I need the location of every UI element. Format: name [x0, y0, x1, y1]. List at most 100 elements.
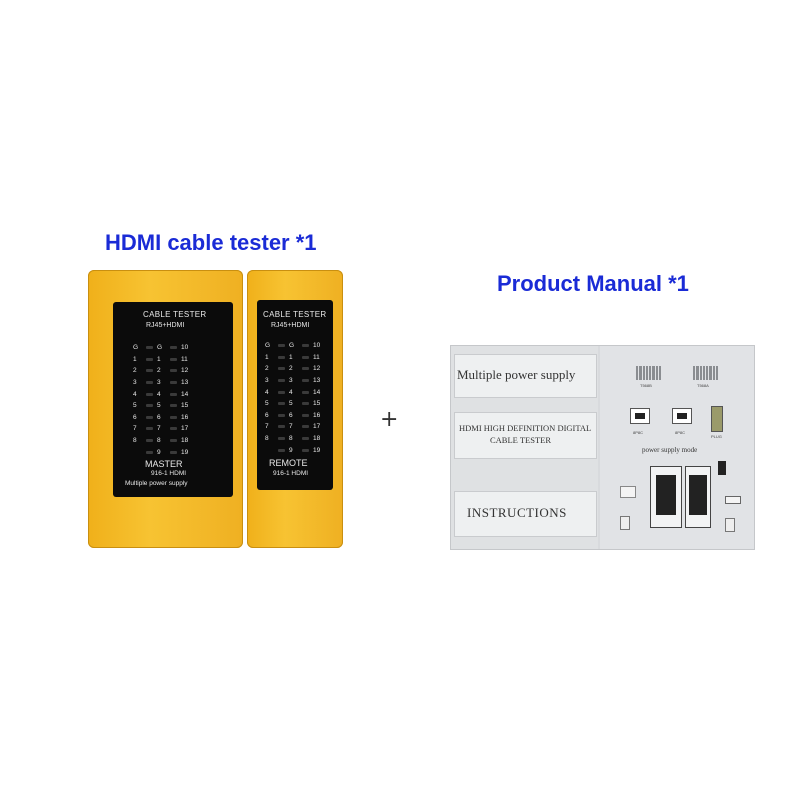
pin-label: 6 [157, 413, 161, 421]
pin-label: 6 [133, 413, 137, 421]
led-indicator [170, 357, 177, 361]
pin-label: 9 [289, 446, 293, 454]
led-indicator [170, 439, 177, 443]
master-diagram [650, 466, 682, 528]
pin-label: 17 [313, 423, 321, 431]
master-unit: FUNC HDMI RJ45 CABLE TESTER RJ45+HDMI GG… [88, 270, 243, 548]
led-indicator [278, 437, 285, 441]
led-indicator [146, 439, 153, 443]
led-indicator [278, 390, 285, 394]
pin-label: 5 [265, 400, 269, 408]
manual-title-2: CABLE TESTER [490, 435, 551, 445]
pin-label: 13 [313, 377, 321, 385]
led-indicator [146, 450, 153, 454]
pin-label: 2 [133, 367, 137, 375]
pin-label: 7 [289, 423, 293, 431]
led-indicator [278, 425, 285, 429]
pin-label: 14 [313, 388, 321, 396]
power-mode-text: power supply mode [642, 446, 698, 454]
pin-label: G [157, 344, 163, 352]
power-box: Multiple power supply [454, 354, 597, 398]
powerbank-icon [725, 518, 735, 532]
pin-label: 3 [289, 377, 293, 385]
pin-label: 16 [313, 411, 321, 419]
adapter-icon [718, 461, 726, 475]
manual-cover: Multiple power supply HDMI HIGH DEFINITI… [451, 346, 598, 549]
plug-icon [711, 406, 723, 432]
manual-title-1: HDMI HIGH DEFINITION DIGITAL [459, 423, 592, 433]
led-row: G G 10 [265, 340, 325, 352]
instructions-text: INSTRUCTIONS [467, 505, 567, 520]
master-title: CABLE TESTER [143, 310, 207, 319]
pin-label: 16 [181, 413, 189, 421]
led-indicator [146, 427, 153, 431]
pin-label: G [265, 342, 271, 350]
led-indicator [302, 413, 309, 417]
pin-label: 19 [313, 446, 321, 454]
t568a-label: T568A [697, 383, 709, 388]
pin-label: 17 [181, 425, 189, 433]
pin-label: 12 [313, 365, 321, 373]
manual-back: T568B T568A 8P8C 8P8C PLUG power supply … [600, 346, 754, 549]
pin-label: 1 [157, 355, 161, 363]
remote-subtitle: RJ45+HDMI [271, 322, 310, 329]
remote-name: REMOTE [269, 458, 308, 468]
pin-label: 12 [181, 367, 189, 375]
laptop-icon [620, 486, 636, 498]
led-indicator [302, 437, 309, 441]
pin-label: G [133, 344, 139, 352]
pin-label: 6 [265, 411, 269, 419]
remote-diagram [685, 466, 711, 528]
pin-label: G [289, 342, 295, 350]
pin-label: 1 [265, 353, 269, 361]
master-model: 916-1 HDMI [151, 470, 187, 477]
pin-label: 15 [181, 402, 189, 410]
led-indicator [302, 344, 309, 348]
pin-label: 11 [313, 353, 320, 361]
led-indicator [302, 425, 309, 429]
led-indicator [146, 381, 153, 385]
pin-label: 18 [181, 437, 189, 445]
led-indicator [302, 379, 309, 383]
pin-label: 1 [133, 355, 137, 363]
led-indicator [170, 392, 177, 396]
title-box: HDMI HIGH DEFINITION DIGITAL CABLE TESTE… [454, 412, 597, 459]
led-indicator [170, 415, 177, 419]
pin-label: 2 [289, 365, 293, 373]
pin-label: 10 [313, 342, 321, 350]
plus-sign: + [380, 407, 399, 432]
instructions-box: INSTRUCTIONS [454, 491, 597, 537]
pin-label: 7 [265, 423, 269, 431]
master-footer: Multiple power supply [125, 480, 188, 487]
pin-label: 3 [133, 379, 137, 387]
remote-title: CABLE TESTER [263, 310, 327, 319]
pin-label: 8 [157, 437, 161, 445]
pin-label: 8 [289, 435, 293, 443]
pin-label: 3 [265, 377, 269, 385]
led-indicator [146, 415, 153, 419]
pin-label: 8 [265, 435, 269, 443]
led-indicator [278, 402, 285, 406]
led-indicator [146, 357, 153, 361]
t568b-pins [636, 366, 662, 380]
pin-label: 7 [133, 425, 137, 433]
jack1-label: 8P8C [633, 430, 644, 435]
master-subtitle: RJ45+HDMI [146, 322, 185, 329]
pin-label: 14 [181, 390, 189, 398]
tester-caption: HDMI cable tester *1 [105, 230, 317, 255]
led-indicator [146, 404, 153, 408]
plug-label: PLUG [711, 434, 722, 439]
multiple-power-text: Multiple power supply [457, 367, 576, 382]
